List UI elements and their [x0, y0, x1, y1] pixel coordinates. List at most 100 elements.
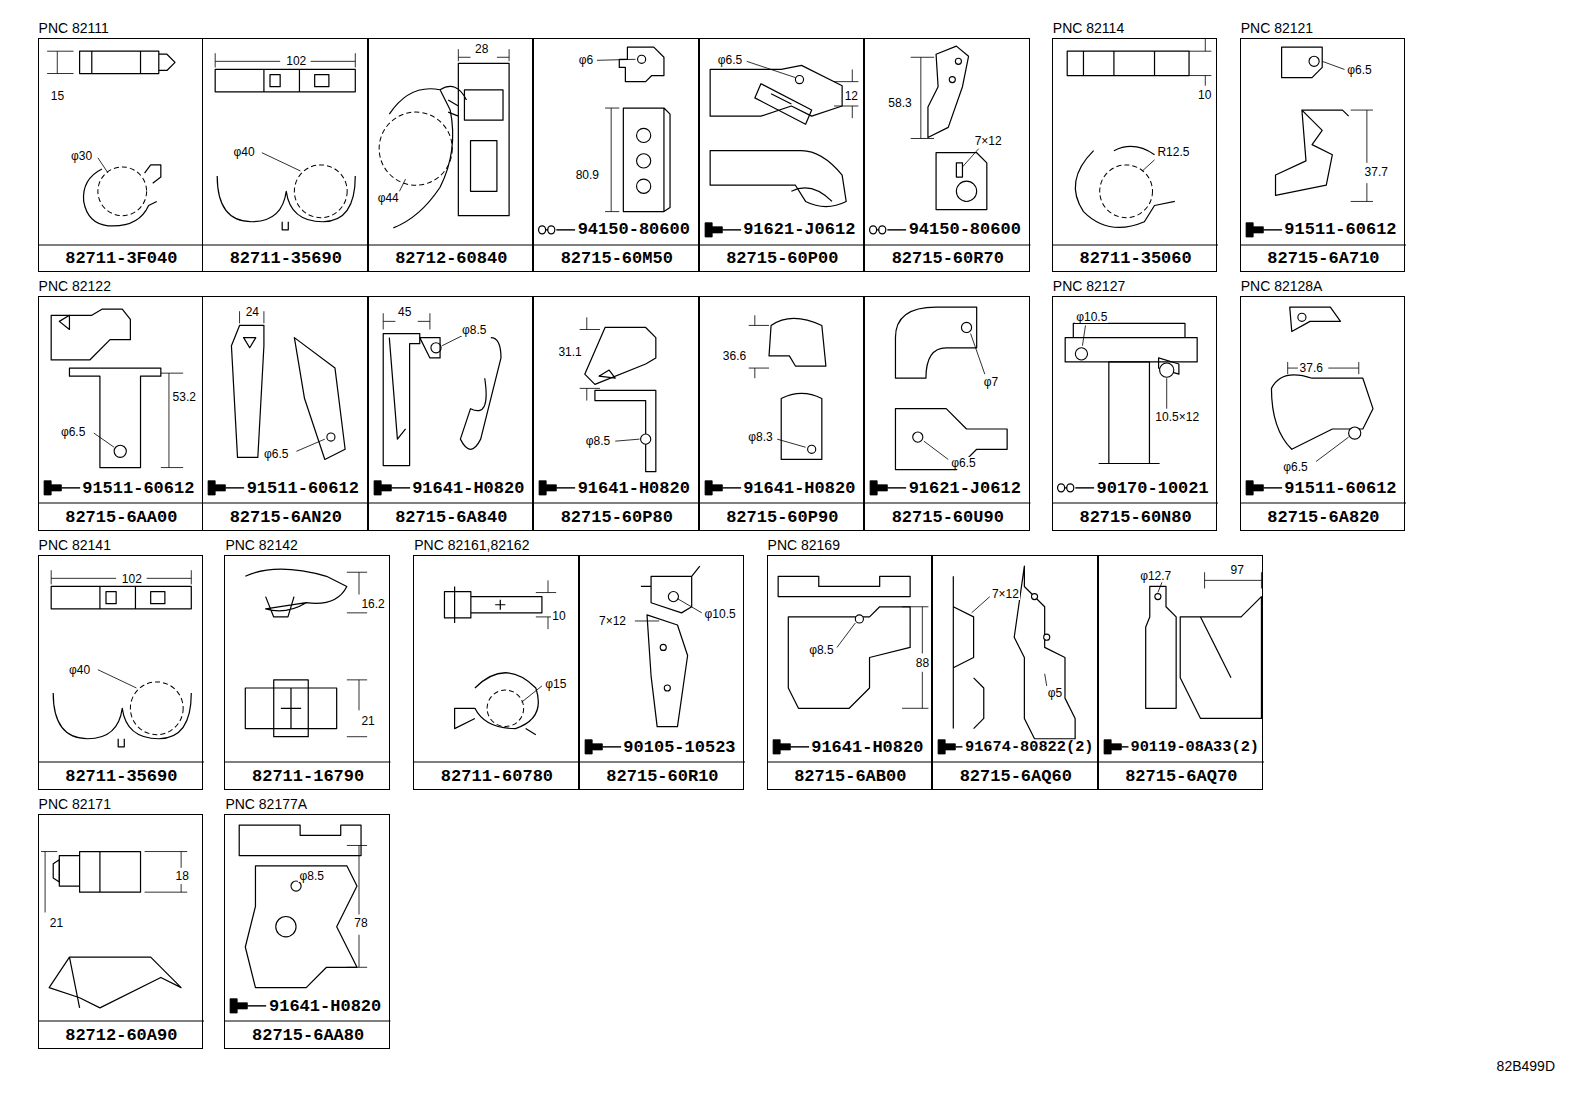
dimension-line [47, 73, 73, 74]
pnc-label: PNC 82169 [767, 538, 841, 552]
part-cell: φ8.57891641-H082082715-6AA80 [224, 814, 389, 1049]
bolt-icon [208, 481, 225, 495]
mounting-hole [637, 153, 651, 167]
dimension-line [160, 373, 182, 374]
part-number-divider [865, 244, 1030, 245]
dimension-label: φ8.5 [808, 644, 834, 656]
dimension-label: 10 [1197, 89, 1212, 101]
mounting-hole [641, 435, 651, 445]
dimension-line [911, 138, 934, 139]
dimension-label: 80.9 [575, 169, 600, 181]
bolt-lead-line [722, 488, 741, 489]
dimension-label: φ6.5 [60, 426, 86, 438]
harness-outline [379, 112, 452, 185]
dimension-line [605, 211, 619, 212]
dimension-label: 31.1 [557, 346, 582, 358]
part-number-divider [1053, 503, 1218, 504]
dimension-line [160, 468, 182, 469]
dimension-line [347, 572, 367, 573]
dimension-line [458, 56, 470, 57]
mounting-hole [807, 446, 815, 454]
dimension-line [911, 56, 934, 57]
dimension-line [851, 106, 852, 118]
dimension-label: 7×12 [974, 135, 1003, 147]
part-number: 82715-60U90 [891, 509, 1005, 526]
bolt-icon [1246, 481, 1263, 495]
mounting-hole [114, 446, 126, 458]
part-number-divider [369, 244, 534, 245]
part-number: 82715-6AN20 [229, 509, 343, 526]
dimension-label: 16.2 [360, 598, 385, 610]
mounting-hole [913, 433, 923, 443]
bolt-icon [374, 481, 391, 495]
dimension-line [1350, 201, 1372, 202]
part-outline [246, 570, 348, 618]
part-number: 82715-6AA00 [64, 509, 178, 526]
part-outline [448, 63, 509, 215]
dimension-label: 97 [1230, 564, 1245, 576]
part-outline [647, 615, 688, 727]
bolt-icon [585, 740, 602, 754]
dimension-line [1204, 573, 1205, 589]
dimension-line [1189, 50, 1211, 51]
dimension-line [146, 578, 191, 579]
part-number: 82711-16790 [251, 768, 365, 785]
dimension-line [605, 107, 619, 108]
part-outline [641, 567, 700, 614]
part-outline [383, 334, 420, 466]
dimension-line [417, 321, 429, 322]
part-cell: φ680.994150-8060082715-60M50 [533, 38, 698, 273]
part-outline [623, 108, 670, 212]
part-number: 82715-60R10 [605, 768, 719, 785]
pnc-label: PNC 82121 [1240, 21, 1314, 35]
dimension-line [971, 334, 985, 375]
dimension-line [1189, 75, 1211, 76]
dimension-line [97, 157, 107, 172]
part-number: 82712-60840 [394, 250, 508, 267]
part-number: 82715-6AB00 [793, 768, 907, 785]
nut-icon [1067, 484, 1074, 492]
dimension-line [51, 578, 116, 579]
dimension-line [355, 53, 356, 67]
mounting-hole [664, 685, 670, 691]
part-cell: 102φ4082711-35690 [202, 38, 367, 273]
dimension-line [383, 321, 395, 322]
part-outline [953, 577, 983, 729]
part-cell: 7×12φ591674-80822(2)82715-6AQ60 [932, 555, 1097, 790]
dimension-label: φ8.5 [585, 435, 611, 447]
part-outline [1180, 597, 1261, 719]
part-outline [240, 825, 362, 855]
dimension-line [1142, 159, 1154, 170]
dimension-line [536, 592, 556, 593]
part-illustration [39, 39, 204, 274]
part-cell: φ12.79790119-08A33(2)82715-6AQ70 [1098, 555, 1263, 790]
dimension-line [41, 851, 57, 852]
dimension-label: φ6.5 [1346, 64, 1372, 76]
pnc-label: PNC 82114 [1052, 21, 1125, 35]
dimension-line [837, 623, 855, 647]
part-outline [599, 371, 615, 379]
dimension-line [239, 312, 240, 324]
mounting-hole [291, 881, 301, 891]
part-outline [389, 338, 405, 440]
dimension-line [548, 617, 549, 629]
bolt-part-number: 91641-H0820 [742, 480, 856, 497]
dimension-line [180, 852, 181, 868]
mounting-hole [1075, 348, 1087, 360]
mounting-hole [1309, 56, 1319, 66]
bolt-part-number: 91641-H0820 [411, 480, 525, 497]
dimension-line [1366, 110, 1367, 163]
part-illustration [1099, 556, 1264, 791]
bolt-part-number: 90170-10021 [1095, 480, 1209, 497]
dimension-label: 7×12 [991, 588, 1020, 600]
dimension-line [1350, 109, 1372, 110]
part-number-divider [1241, 503, 1406, 504]
part-outline [1099, 362, 1160, 464]
dimension-line [580, 329, 600, 330]
part-outline [1014, 567, 1075, 740]
pnc-group: PNC 82122φ6.553.291511-6061282715-6AA002… [38, 296, 1030, 531]
part-number-divider [225, 762, 390, 763]
pnc-group: PNC 8211410R12.582711-35060 [1052, 38, 1217, 273]
part-number-divider [580, 762, 745, 763]
part-outline [460, 338, 501, 450]
